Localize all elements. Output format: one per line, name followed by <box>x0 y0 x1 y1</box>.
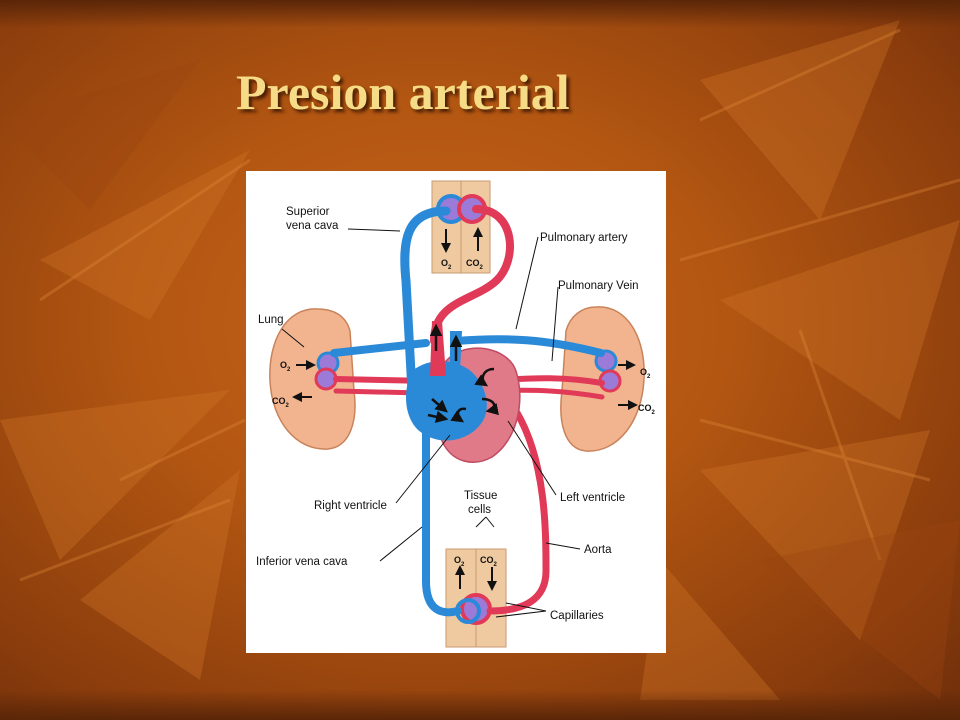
slide-title: Presion arterial <box>236 64 570 120</box>
gas-co2-top: CO2 <box>466 258 484 271</box>
label-capillaries: Capillaries <box>550 610 604 622</box>
lower-tissue-block: O2 CO2 <box>445 548 507 648</box>
gas-o2-top: O2 <box>441 258 452 271</box>
gas-co2-right: CO2 <box>638 403 656 416</box>
label-right-ventricle: Right ventricle <box>314 500 387 512</box>
leader-lines <box>281 228 581 618</box>
systemic-vessels <box>400 205 550 617</box>
label-superior-vena-cava-line1: Superior <box>286 206 330 218</box>
label-inferior-vena-cava: Inferior vena cava <box>256 556 348 568</box>
right-lung: O2 CO2 <box>560 306 656 452</box>
circulation-diagram: O2 CO2 O2 CO2 O2 CO2 <box>246 171 666 653</box>
label-pulmonary-vein: Pulmonary Vein <box>558 280 639 292</box>
gas-o2-right: O2 <box>640 367 651 380</box>
bottom-shade <box>0 690 960 720</box>
upper-tissue-block: O2 CO2 <box>431 180 491 274</box>
label-aorta: Aorta <box>584 544 612 556</box>
label-lung: Lung <box>258 314 284 326</box>
gas-o2-bottom: O2 <box>454 555 465 568</box>
label-tissue-cells-line2: cells <box>468 504 491 516</box>
left-lung: O2 CO2 <box>269 308 356 450</box>
label-superior-vena-cava-line2: vena cava <box>286 220 339 232</box>
label-left-ventricle: Left ventricle <box>560 492 625 504</box>
label-tissue-cells-line1: Tissue <box>464 490 497 502</box>
label-pulmonary-artery: Pulmonary artery <box>540 232 628 244</box>
gas-co2-left: CO2 <box>272 396 290 409</box>
heart <box>406 321 521 463</box>
gas-co2-bottom: CO2 <box>480 555 498 568</box>
top-shade <box>0 0 960 28</box>
gas-o2-left: O2 <box>280 360 291 373</box>
